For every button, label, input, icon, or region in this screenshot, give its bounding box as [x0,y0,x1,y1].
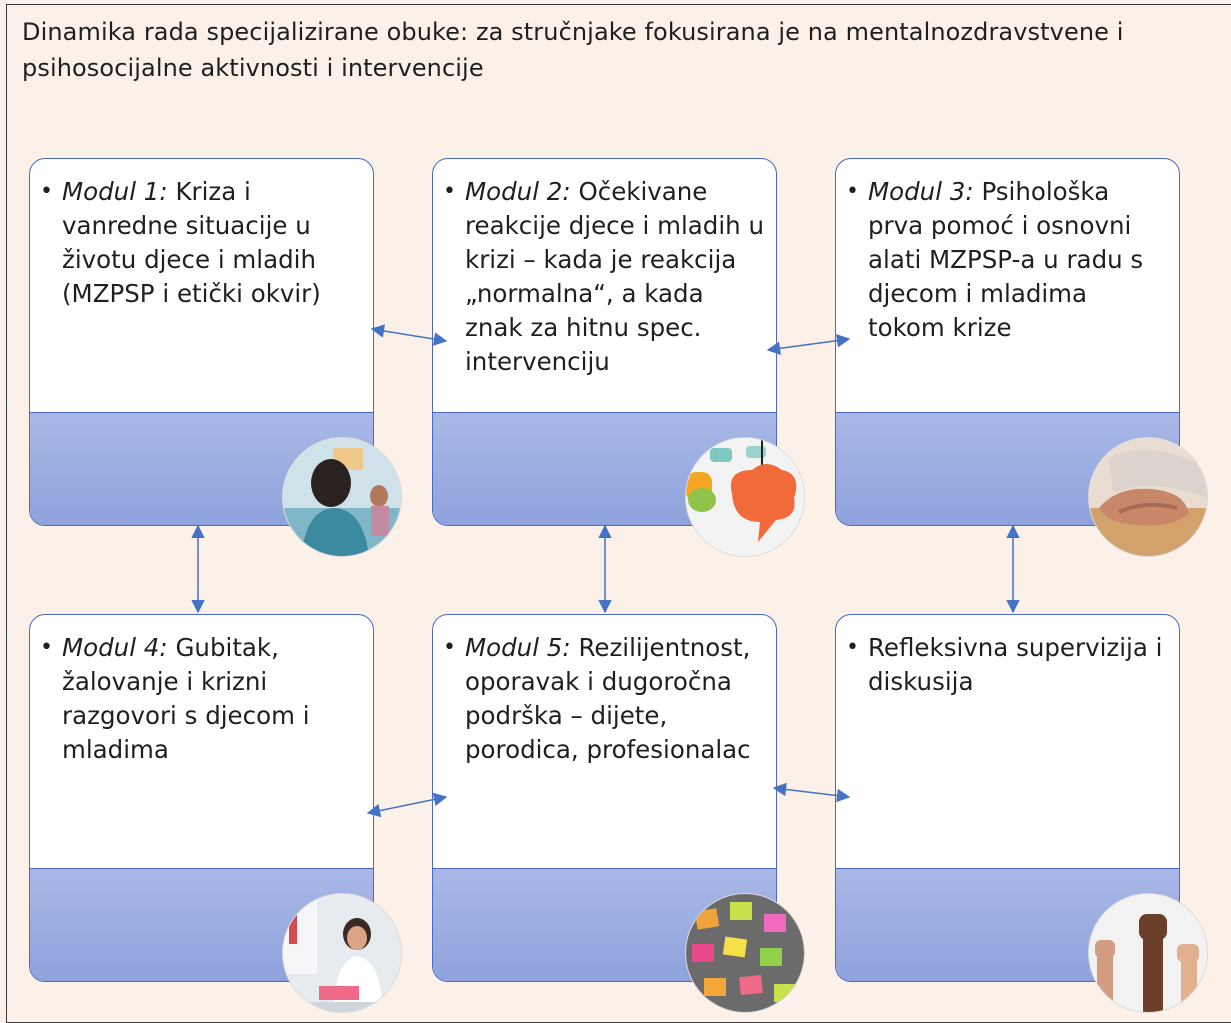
module-description: Psihološka prva pomoć i osnovni alati MZ… [868,177,1144,342]
bullet-icon: • [846,179,859,204]
module-description: Kriza i vanredne situacije u životu djec… [62,177,321,308]
module-3-card: • Modul 3: Psihološka prva pomoć i osnov… [835,158,1180,526]
arrow-m4-m5 [366,792,448,818]
arrow-m5-supervision [772,782,851,803]
raised-fists-photo [1088,893,1208,1013]
arrow-m1-m2 [370,324,448,346]
holding-hands-photo [1088,437,1208,557]
module-description: Gubitak, žalovanje i krizni razgovori s … [62,633,310,764]
bullet-icon: • [846,635,859,660]
module-label: Modul 5: [465,633,571,662]
module-description: Očekivane reakcije djece i mladih u kriz… [465,177,765,376]
module-label: Modul 1: [62,177,168,206]
module-description: Refleksivna supervizija i diskusija [868,633,1163,696]
speech-bubbles-photo [685,437,805,557]
bullet-icon: • [40,635,53,660]
bullet-icon: • [443,179,456,204]
arrow-m2-m3 [766,333,851,356]
scientist-lab-photo [282,893,402,1013]
girl-classroom-photo [282,437,402,557]
sticky-notes-photo [685,893,805,1013]
module-description: Rezilijentnost, oporavak i dugoročna pod… [465,633,751,764]
bullet-icon: • [443,635,456,660]
module-label: Modul 2: [465,177,571,206]
module-label: Modul 4: [62,633,168,662]
diagram-title: Dinamika rada specijalizirane obuke: za … [22,18,1124,82]
module-label: Modul 3: [868,177,974,206]
bullet-icon: • [40,179,53,204]
